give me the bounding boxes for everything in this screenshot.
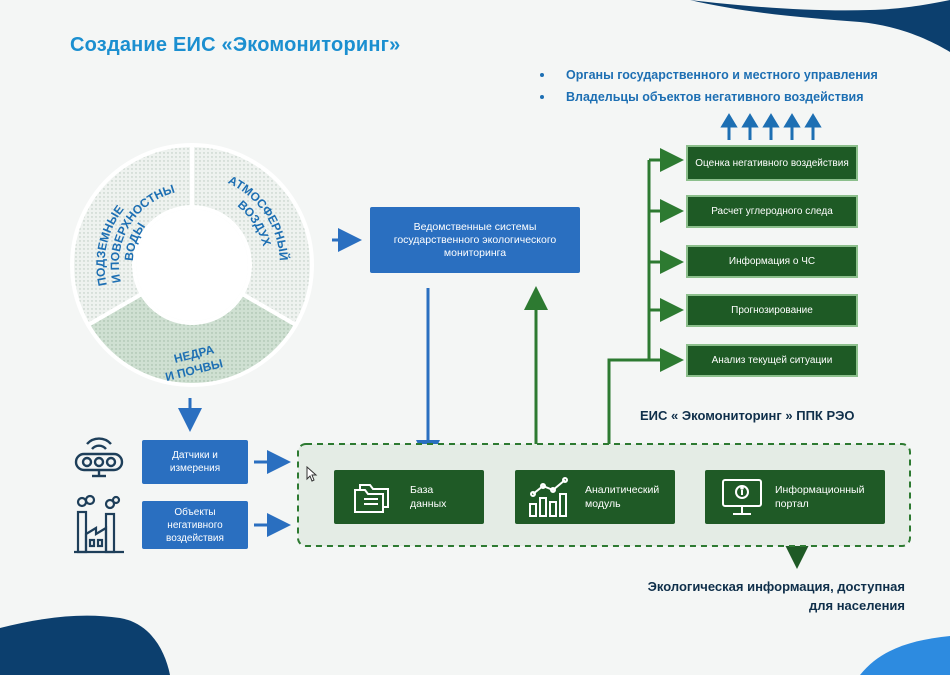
eis-label: ЕИС « Экомониторинг » ППК РЭО — [640, 408, 855, 423]
ring-segment-water — [70, 142, 194, 328]
bullet-icon — [540, 73, 544, 77]
factory-icon — [74, 494, 124, 554]
audience-item: Владельцы объектов негативного воздейств… — [540, 86, 878, 108]
output-box-impact-assessment: Оценка негативного воздействия — [686, 145, 858, 181]
output-box-emergency-info: Информация о ЧС — [686, 245, 858, 278]
cursor-icon — [306, 466, 318, 482]
portal-monitor-icon — [722, 479, 762, 515]
module-database-label: База данных — [410, 484, 447, 510]
module-analytics-label: Аналитический модуль — [585, 484, 660, 510]
bullet-icon — [540, 95, 544, 99]
analytics-chart-icon — [529, 477, 568, 517]
audience-list: Органы государственного и местного управ… — [540, 64, 878, 108]
module-portal: Информационный портал — [705, 470, 885, 524]
module-portal-label: Информационный портал — [775, 484, 865, 510]
public-info-label: Экологическая информация, доступная для … — [647, 579, 905, 613]
ring-segment-soil — [85, 291, 299, 387]
folders-icon — [354, 484, 389, 513]
output-box-forecasting: Прогнозирование — [686, 294, 858, 327]
page-title: Создание ЕИС «Экомониторинг» — [70, 34, 401, 56]
module-database: База данных — [334, 470, 484, 524]
ring-segment-air — [190, 142, 314, 328]
environment-ring: ПОДЗЕМНЫЕ И ПОВЕРХНОСТНЫЕ ВОДЫ АТМОСФЕРН… — [55, 140, 314, 387]
sensors-box: Датчики и измерения — [142, 440, 248, 484]
audience-item: Органы государственного и местного управ… — [540, 64, 878, 86]
agency-systems-box: Ведомственные системы государственного э… — [370, 207, 580, 273]
objects-box: Объекты негативного воздействия — [142, 501, 248, 549]
sensor-icon — [74, 437, 124, 478]
output-box-current-analysis: Анализ текущей ситуации — [686, 344, 858, 377]
output-box-carbon-footprint: Расчет углеродного следа — [686, 195, 858, 228]
module-analytics: Аналитический модуль — [515, 470, 675, 524]
